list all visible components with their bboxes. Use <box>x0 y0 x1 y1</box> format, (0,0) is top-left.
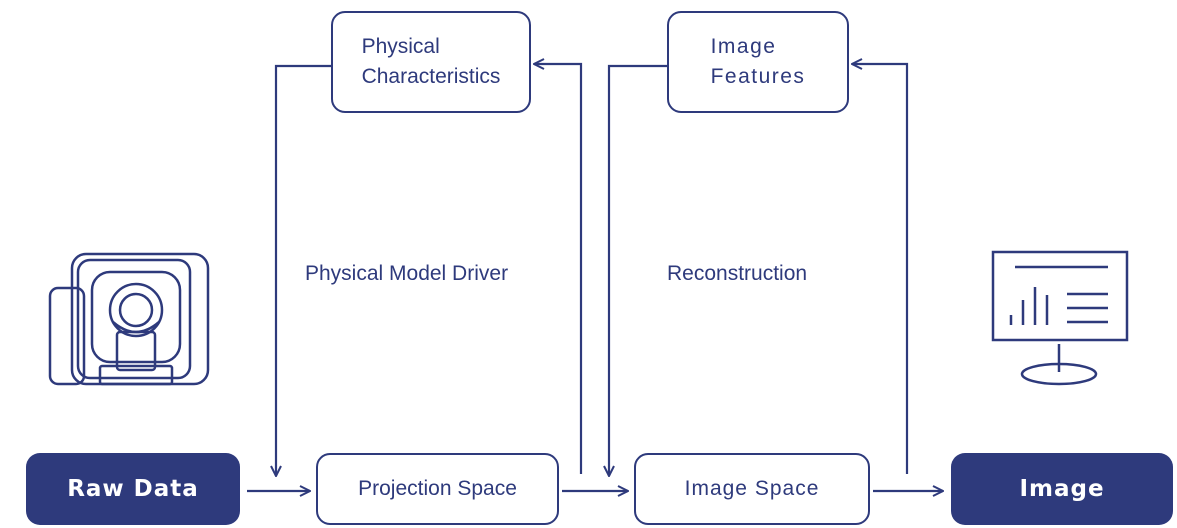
projection-space-label: Projection Space <box>358 476 517 500</box>
projection-space-box: Projection Space <box>316 453 559 525</box>
physical-model-driver-label: Physical Model Driver <box>305 262 509 285</box>
image-box: Image <box>951 453 1173 525</box>
scanner-icon <box>48 252 210 386</box>
arrow-image-to-features <box>852 64 909 474</box>
image-features-box: Image Features <box>667 11 849 113</box>
raw-data-label: Raw Data <box>67 476 199 502</box>
arrow-projection-to-physical <box>534 64 583 474</box>
monitor-chart-icon <box>991 250 1129 386</box>
arrow-physical-to-projection <box>276 64 331 476</box>
image-label: Image <box>1019 476 1105 502</box>
image-features-line-2: Features <box>710 65 806 88</box>
arrow-features-to-image-space <box>609 64 667 476</box>
image-features-line-1: Image <box>710 34 777 58</box>
physical-characteristics-box: Physical Characteristics <box>331 11 531 113</box>
physical-characteristics-line-2: Characteristics <box>361 65 501 88</box>
raw-data-box: Raw Data <box>26 453 240 525</box>
physical-characteristics-line-1: Physical <box>361 34 440 58</box>
reconstruction-label: Reconstruction <box>667 262 808 285</box>
image-space-label: Image Space <box>684 476 820 500</box>
image-space-box: Image Space <box>634 453 870 525</box>
